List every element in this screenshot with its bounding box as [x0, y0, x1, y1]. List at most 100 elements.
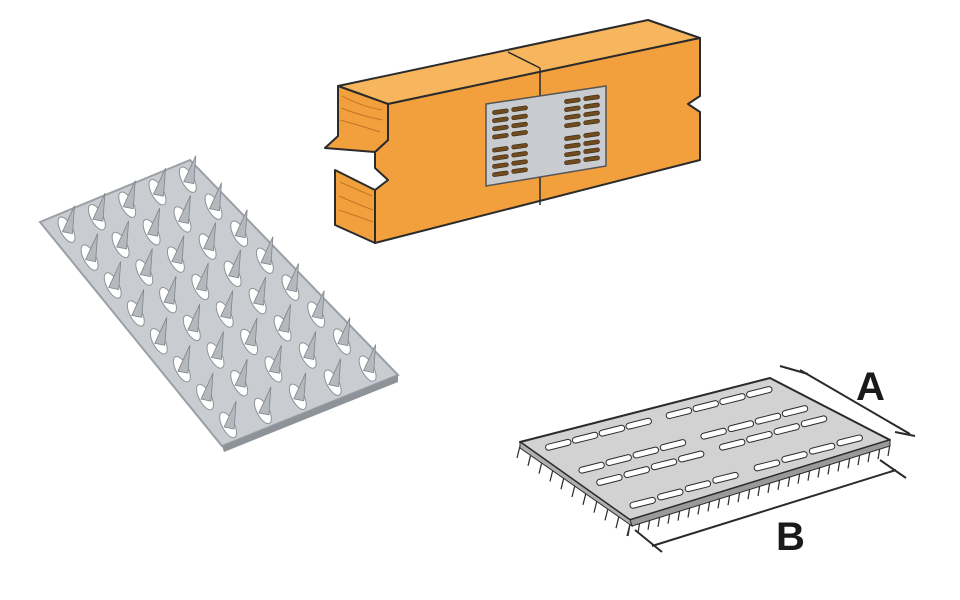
plate-slot — [564, 121, 581, 129]
timber-joint-illustration — [324, 19, 701, 244]
plate-slot — [564, 150, 581, 158]
plate-slot — [773, 423, 800, 436]
plate-slot — [605, 454, 632, 467]
plate-tooth — [122, 180, 136, 210]
plate-slot — [800, 415, 828, 428]
plate-tooth — [328, 358, 342, 388]
plate-slot — [629, 496, 656, 509]
plate-slot — [623, 466, 650, 479]
plate-slot — [545, 438, 572, 451]
plate-slot — [511, 159, 528, 166]
plate-tooth — [549, 469, 554, 482]
plate-tooth — [303, 331, 317, 360]
plate-slot — [583, 139, 600, 146]
drawing-plate-slots — [545, 386, 863, 509]
plate-slot — [712, 471, 739, 484]
plate-tooth — [208, 182, 222, 212]
plate-tooth — [234, 209, 248, 239]
plate-tooth — [220, 290, 234, 319]
plate-tooth — [177, 195, 191, 224]
timber-grain — [338, 95, 384, 223]
plate-tooth — [604, 508, 609, 521]
timber-end-face-lower — [334, 169, 376, 244]
plate-tooth — [363, 344, 376, 374]
plate-slot — [583, 147, 600, 154]
dimension-a — [779, 365, 916, 437]
plate-slot — [718, 438, 746, 451]
plate-tooth — [234, 359, 248, 388]
plate-slot — [492, 170, 509, 177]
timber-top-joint — [507, 51, 541, 69]
plate-slot — [753, 459, 781, 472]
plate-tooth — [61, 205, 75, 235]
plate-slot — [564, 142, 581, 149]
plate-slot — [564, 97, 581, 104]
plate-slot — [746, 430, 773, 443]
plate-slot — [564, 105, 581, 112]
plate-tooth — [268, 345, 282, 374]
plate-tooth — [195, 262, 209, 292]
plate-slot — [511, 130, 528, 137]
plate-slot — [564, 113, 581, 120]
plate-slot — [659, 439, 687, 452]
plate-slot — [564, 158, 581, 166]
galvanized-plate-teeth — [61, 155, 376, 430]
plate-slot — [700, 427, 727, 440]
plate-slot — [632, 446, 660, 459]
plate-slot — [650, 458, 678, 471]
dimension-b-label: B — [776, 515, 805, 559]
plate-tooth — [223, 400, 237, 430]
plate-slot — [492, 124, 509, 132]
plate-slot — [583, 118, 600, 126]
plate-slot — [657, 488, 684, 501]
plate-slot — [583, 110, 600, 117]
plate-tooth — [116, 220, 129, 250]
plate-tooth — [337, 317, 351, 347]
plate-tooth — [200, 372, 214, 402]
plate-slot — [808, 442, 836, 455]
plate-slot — [719, 393, 746, 406]
plate-tooth — [253, 276, 266, 306]
galvanized-plate-edge — [222, 375, 398, 452]
plate-tooth — [593, 500, 598, 513]
plate-slot — [781, 405, 809, 418]
plate-tooth — [228, 249, 241, 279]
plate-slot — [754, 412, 782, 425]
plate-tooth — [285, 263, 299, 293]
plate-slot — [583, 102, 600, 109]
plate-slot — [684, 480, 712, 493]
plate-tooth — [85, 233, 98, 263]
plate-tooth — [203, 222, 216, 252]
plate-slot — [677, 450, 705, 463]
plate-tooth — [260, 236, 274, 266]
plate-slot — [625, 417, 652, 430]
plate-slot — [692, 400, 719, 413]
plate-slot — [781, 451, 808, 463]
plate-tooth — [210, 331, 224, 360]
plate-tooth — [139, 248, 153, 278]
plate-slot — [746, 386, 773, 398]
plate-slot — [583, 94, 600, 101]
plate-slot — [596, 473, 623, 486]
plate-slot — [578, 461, 605, 474]
dimensioned-plate-drawing: A B — [516, 365, 916, 559]
timber-plate-slots — [492, 94, 600, 177]
plate-slot — [492, 154, 509, 161]
plate-slot — [583, 155, 600, 162]
plate-tooth — [258, 386, 272, 416]
plate-slot — [511, 105, 528, 112]
plate-slot — [665, 407, 693, 420]
galvanized-nail-plate-photo — [38, 155, 400, 452]
plate-slot — [492, 133, 509, 140]
plate-tooth — [311, 290, 325, 320]
plate-slot — [511, 167, 528, 174]
plate-slot — [492, 108, 509, 115]
plate-tooth — [615, 516, 620, 529]
plate-tooth — [538, 461, 543, 474]
plate-tooth — [152, 168, 166, 197]
plate-slot — [583, 131, 600, 138]
plate-slot — [511, 143, 528, 150]
plate-tooth — [147, 208, 160, 237]
plate-slot — [511, 113, 528, 121]
